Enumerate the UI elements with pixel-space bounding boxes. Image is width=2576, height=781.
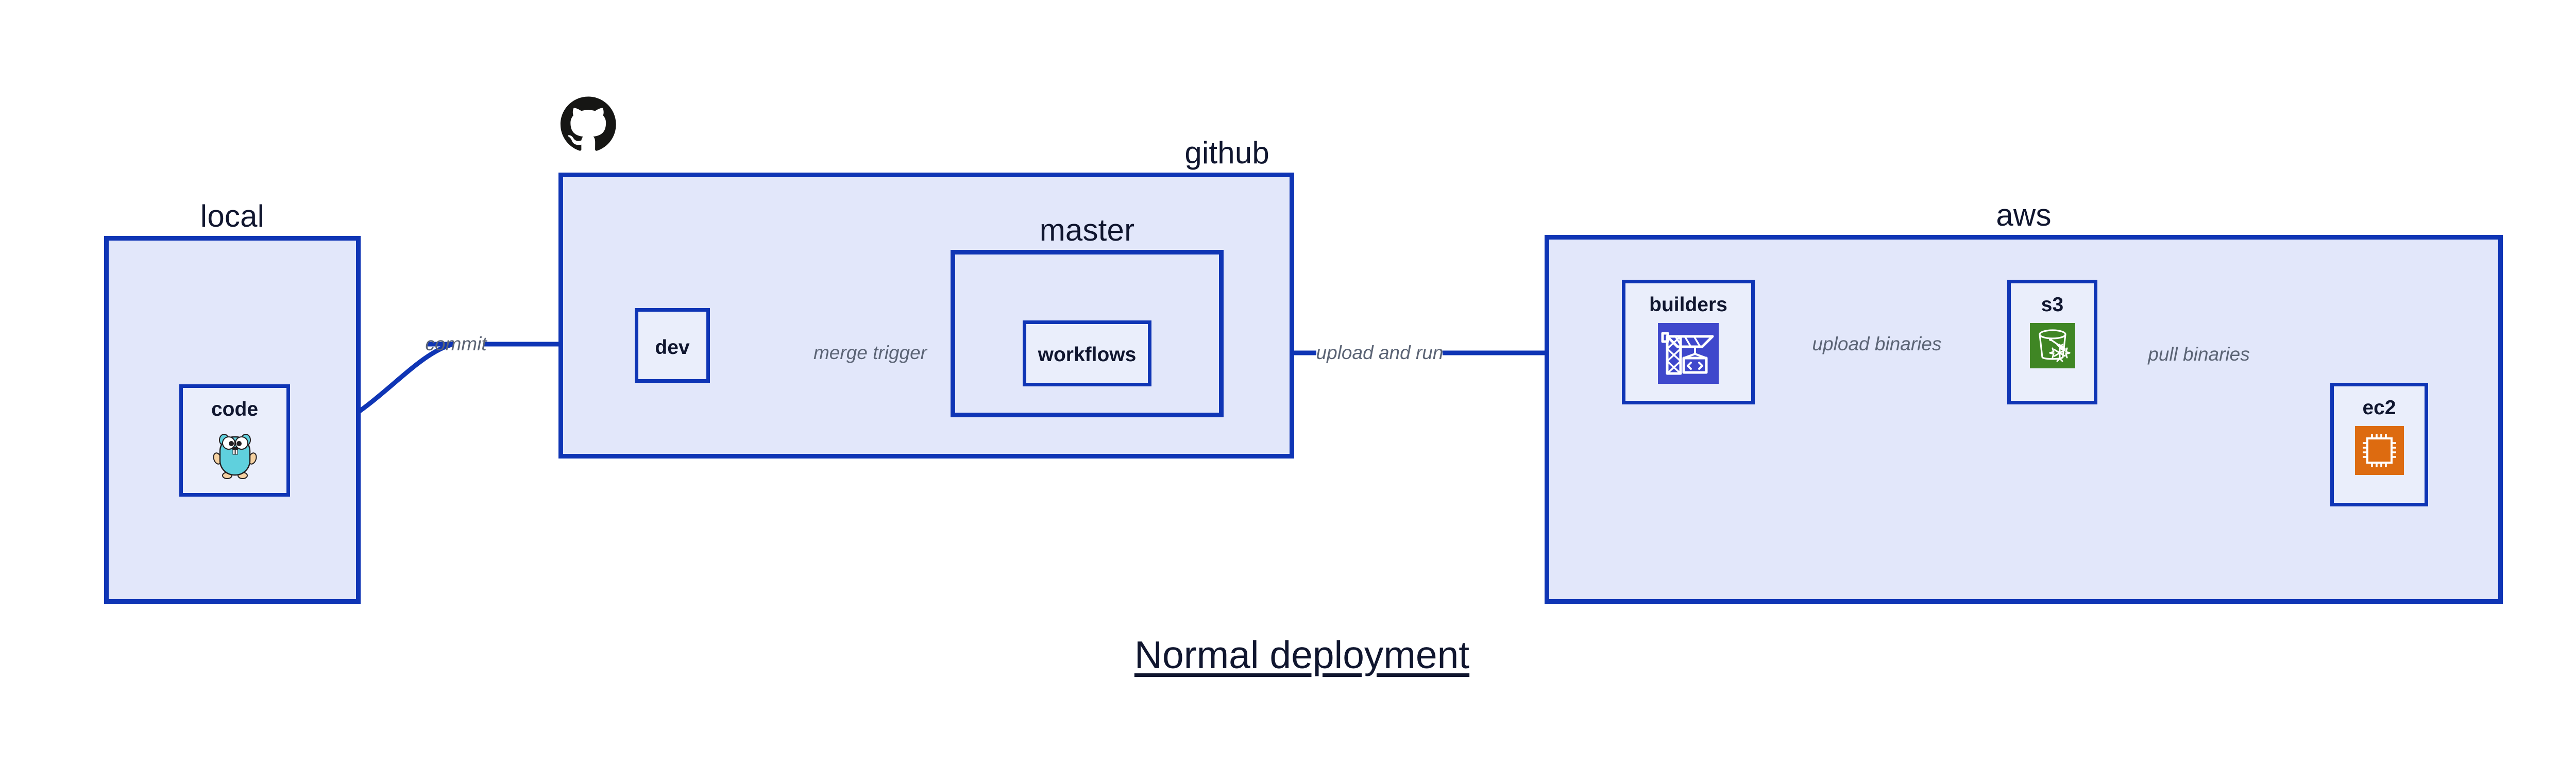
edge-label-upload-binaries: upload binaries [1812, 333, 1942, 354]
node-s3[interactable]: s3 [2007, 280, 2097, 404]
cluster-local-label: local [200, 199, 265, 233]
node-dev[interactable]: dev [635, 308, 710, 383]
cluster-master-label: master [1039, 213, 1135, 247]
cluster-github-label: github [1184, 135, 1269, 170]
aws-s3-glacier-icon [2029, 323, 2075, 368]
node-dev-label: dev [655, 336, 690, 359]
edge-label-upload-and-run: upload and run [1316, 342, 1444, 363]
node-workflows-label: workflows [1038, 344, 1137, 366]
aws-codebuild-icon [1658, 323, 1719, 384]
diagram-title: Normal deployment [1134, 633, 1470, 676]
go-gopher-icon [213, 428, 257, 479]
node-code-label: code [211, 398, 259, 420]
node-s3-label: s3 [2041, 294, 2064, 316]
cluster-aws-label: aws [1996, 198, 2052, 232]
node-ec2-label: ec2 [2362, 397, 2396, 419]
edge-label-commit: commit [425, 333, 487, 354]
node-workflows[interactable]: workflows [1023, 320, 1151, 386]
node-builders-label: builders [1649, 294, 1727, 316]
edge-label-pull-binaries: pull binaries [2148, 344, 2250, 365]
node-code[interactable]: code [179, 384, 290, 497]
edge-label-merge-trigger: merge trigger [813, 342, 927, 363]
aws-ec2-icon [2354, 426, 2404, 475]
node-ec2[interactable]: ec2 [2330, 383, 2428, 506]
node-builders[interactable]: builders [1622, 280, 1755, 404]
